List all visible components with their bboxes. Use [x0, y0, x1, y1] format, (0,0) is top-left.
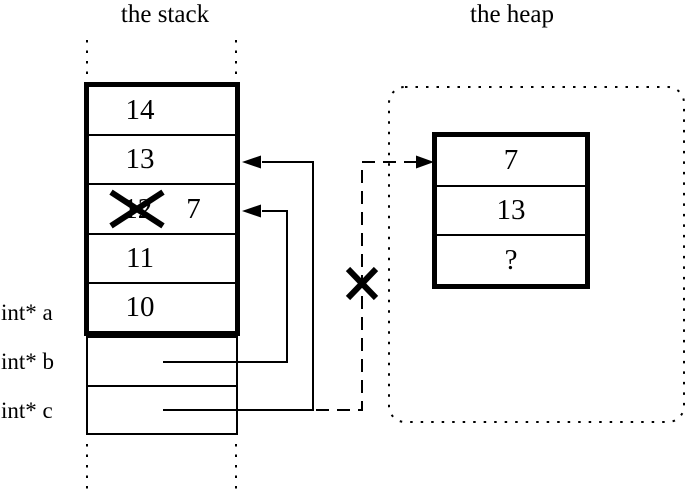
invalidation-cross-icon: [345, 266, 379, 301]
stack-cell-old-value-crossed: 12: [123, 192, 153, 225]
heap-cell-1: 13: [437, 184, 585, 235]
stack-cell-value: 14: [125, 94, 155, 127]
pointer-variable-cells: [86, 336, 238, 435]
heap-cell-2: ?: [437, 234, 585, 284]
heap-cell-value: 7: [503, 144, 519, 177]
heap-cell-0: 7: [437, 137, 585, 185]
heap-cell-value: 13: [496, 194, 526, 226]
stack-cell-value: 11: [126, 241, 154, 274]
stack-cell-14: 14: [89, 87, 235, 134]
heap-cell-value: ?: [504, 243, 518, 276]
stack-cell-overwritten: 12 7: [89, 183, 235, 232]
pointer-b-arrowhead-icon: [242, 204, 261, 218]
pointer-label-a: int* a: [1, 300, 53, 325]
stack-cell-11: 11: [89, 232, 235, 282]
pointer-label-c: int* c: [1, 398, 53, 423]
stack-cell-value: 10: [125, 290, 155, 323]
invalidation-cross-icon: [345, 266, 379, 301]
heap-title: the heap: [470, 1, 554, 28]
pointer-cell-b: [88, 338, 236, 385]
stack-cell-13: 13: [89, 134, 235, 183]
stack-title: the stack: [120, 1, 210, 28]
stack-frame-box: 14 13 12 7 11 10: [84, 82, 240, 336]
pointer-c-arrowhead-icon: [242, 155, 261, 169]
pointer-cell-c: [88, 384, 236, 434]
dangling-pointer-dashed-wire: [316, 161, 417, 411]
stack-cell-value: 13: [125, 143, 155, 176]
stack-cell-10: 10: [89, 281, 235, 331]
heap-object-box: 7 13 ?: [432, 132, 590, 289]
stack-cell-new-value: 7: [186, 192, 201, 225]
pointer-label-b: int* b: [1, 349, 55, 374]
